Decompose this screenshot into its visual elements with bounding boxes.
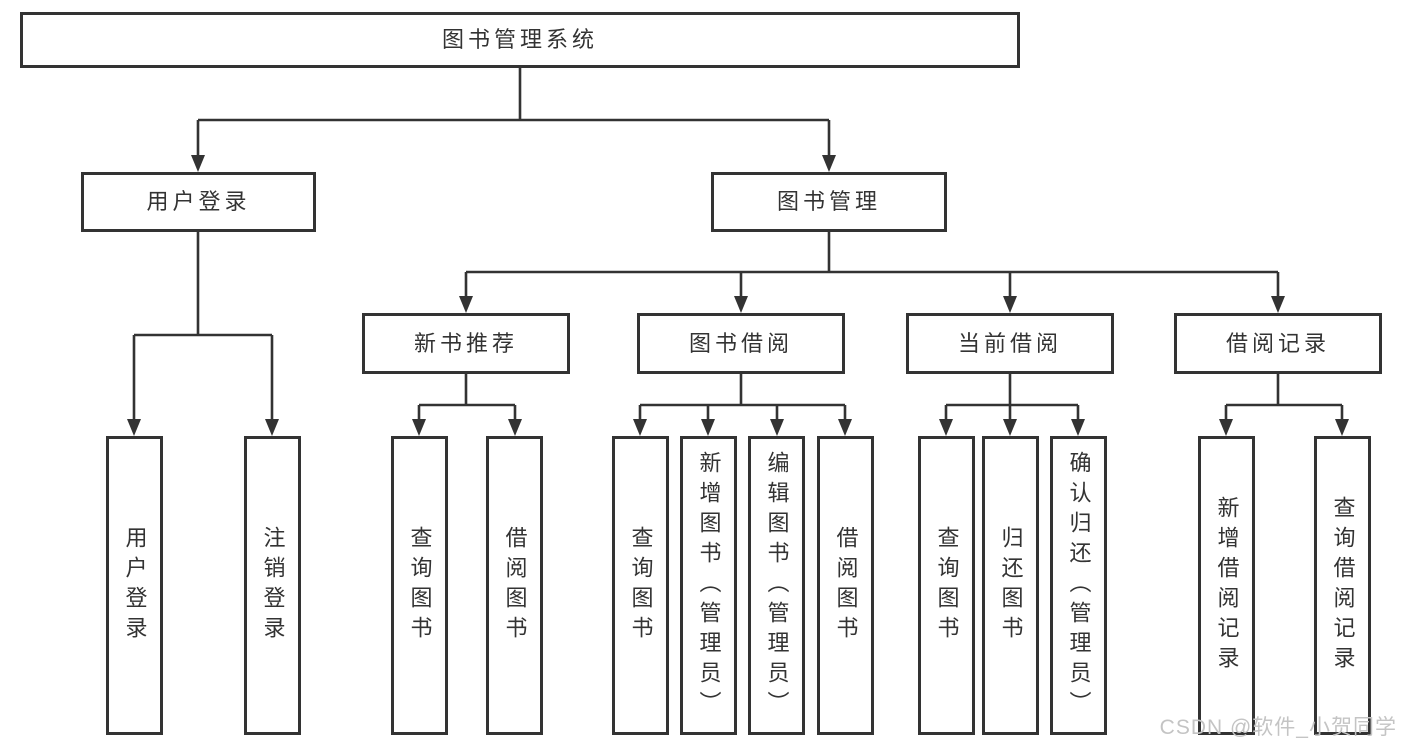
leaf-add-borrow-record: 新增借阅记录 <box>1198 436 1255 735</box>
node-book-management: 图书管理 <box>711 172 947 232</box>
arrow-down-icons <box>127 155 1349 436</box>
leaf-return-book: 归还图书 <box>982 436 1039 735</box>
node-root-system: 图书管理系统 <box>20 12 1020 68</box>
node-current-borrow: 当前借阅 <box>906 313 1114 374</box>
leaf-edit-book-admin: 编辑图书（管理员） <box>748 436 805 735</box>
leaf-query-books-recommend: 查询图书 <box>391 436 448 735</box>
leaf-query-books-borrow: 查询图书 <box>612 436 669 735</box>
leaf-borrow-books-recommend: 借阅图书 <box>486 436 543 735</box>
leaf-borrow-books-borrow: 借阅图书 <box>817 436 874 735</box>
node-user-login: 用户登录 <box>81 172 316 232</box>
node-book-borrow: 图书借阅 <box>637 313 845 374</box>
node-borrow-records: 借阅记录 <box>1174 313 1382 374</box>
leaf-logout: 注销登录 <box>244 436 301 735</box>
node-new-book-recommend: 新书推荐 <box>362 313 570 374</box>
connector-path <box>132 68 1344 421</box>
leaf-user-login: 用户登录 <box>106 436 163 735</box>
csdn-watermark: CSDN @软件_小贺同学 <box>1159 716 1397 739</box>
leaf-query-books-current: 查询图书 <box>918 436 975 735</box>
leaf-confirm-return-admin: 确认归还（管理员） <box>1050 436 1107 735</box>
leaf-query-borrow-record: 查询借阅记录 <box>1314 436 1371 735</box>
leaf-add-book-admin: 新增图书（管理员） <box>680 436 737 735</box>
